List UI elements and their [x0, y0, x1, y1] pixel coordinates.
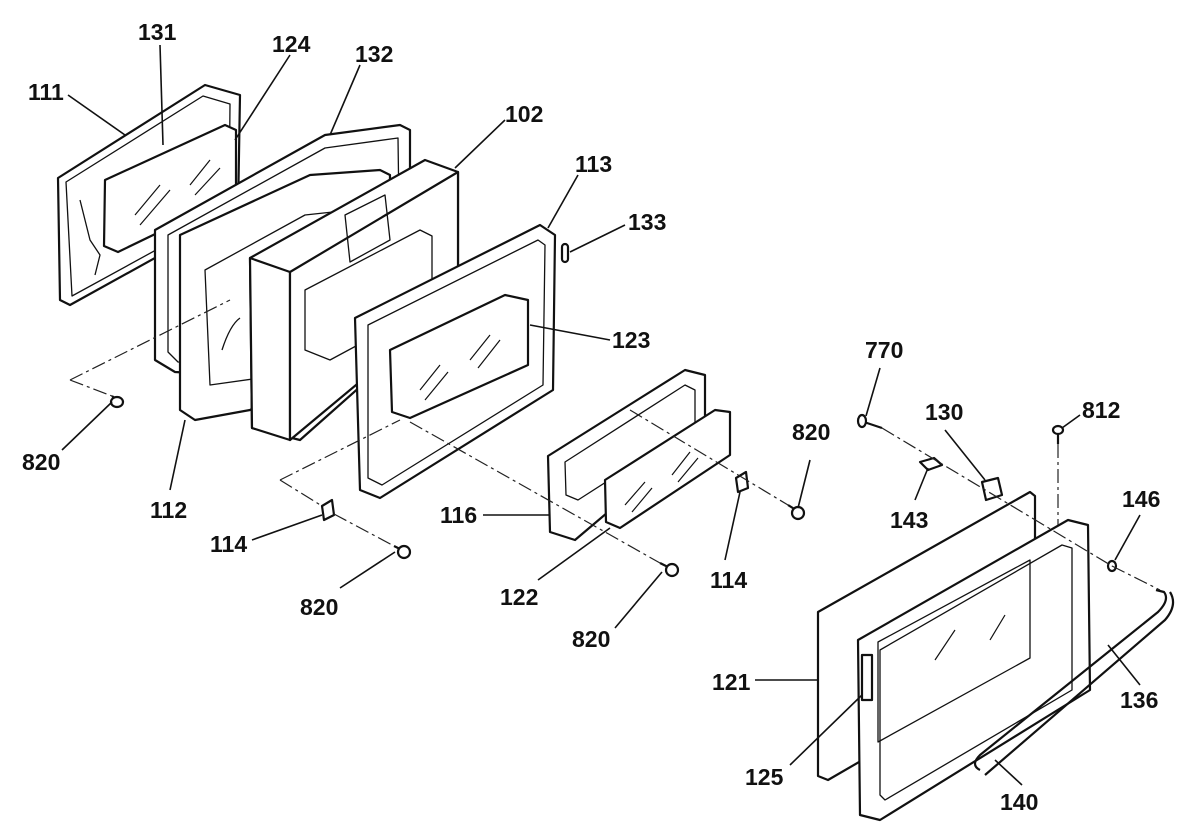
label-812: 812	[1082, 397, 1120, 423]
part-labels: 111 131 124 132 102 113 133 123 820 112 …	[22, 19, 1160, 815]
label-820-d: 820	[792, 419, 830, 445]
label-770: 770	[865, 337, 903, 363]
label-111: 111	[28, 79, 64, 105]
screw-820-c	[659, 562, 680, 578]
label-121: 121	[712, 669, 751, 695]
label-132: 132	[355, 41, 393, 67]
part-123-glass	[388, 293, 530, 420]
label-123: 123	[612, 327, 650, 353]
label-125: 125	[745, 764, 784, 790]
label-130: 130	[925, 399, 963, 425]
label-114-a: 114	[210, 531, 247, 557]
screw-770	[856, 413, 883, 430]
label-113: 113	[575, 151, 612, 177]
label-133: 133	[628, 209, 666, 235]
label-131: 131	[138, 19, 177, 45]
part-133-pin	[560, 242, 570, 264]
label-143: 143	[890, 507, 928, 533]
part-130-block	[980, 476, 1004, 502]
label-820-a: 820	[22, 449, 60, 475]
part-102-insulation-box	[248, 158, 460, 442]
part-114-clip-right	[734, 470, 750, 494]
label-124: 124	[272, 31, 311, 57]
label-102: 102	[505, 101, 543, 127]
label-820-b: 820	[300, 594, 338, 620]
assembly-lines	[69, 299, 1161, 591]
part-143-bracket	[918, 456, 944, 472]
label-114-b: 114	[710, 567, 747, 593]
label-112: 112	[150, 497, 187, 523]
label-122: 122	[500, 584, 538, 610]
screw-820-b	[393, 544, 412, 560]
label-136: 136	[1120, 687, 1158, 713]
part-140-door-frame	[856, 518, 1092, 822]
part-122-glass	[603, 408, 732, 530]
leader-lines	[61, 44, 1141, 786]
label-140: 140	[1000, 789, 1038, 815]
screw-820-a	[109, 395, 125, 409]
screw-820-d	[787, 504, 806, 521]
part-136-handle	[973, 588, 1175, 776]
screw-812	[1051, 424, 1065, 444]
label-820-c: 820	[572, 626, 610, 652]
label-116: 116	[440, 502, 477, 528]
part-114-clip-left	[320, 498, 336, 522]
label-146: 146	[1122, 486, 1160, 512]
